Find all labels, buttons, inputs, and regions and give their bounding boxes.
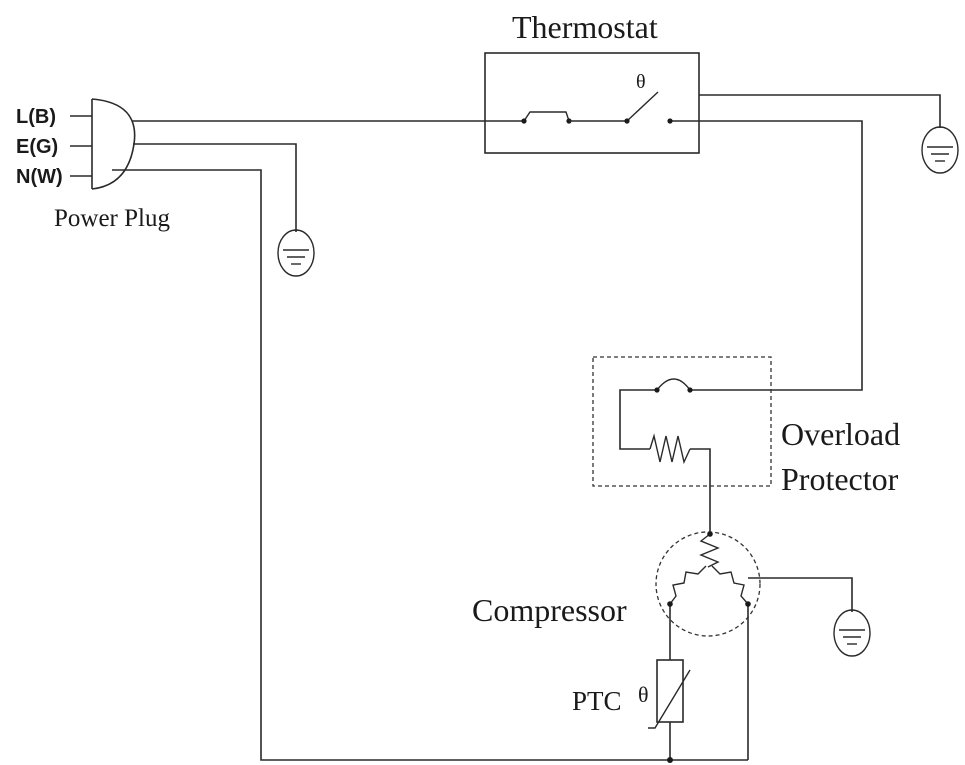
ground-icon [921,126,959,174]
overload-protector [592,356,772,487]
ptc-theta: θ [638,682,649,707]
compressor [655,531,761,637]
ptc-thermistor [648,659,691,729]
thermostat-theta: θ [636,71,646,93]
ptc-label: PTC [572,686,622,716]
ground-icon [277,229,315,277]
plug-label-e: E(G) [16,136,58,158]
plug-label-l: L(B) [16,106,56,128]
compressor-label: Compressor [472,592,627,628]
thermostat-box: θ [484,52,700,154]
switch-icon [624,91,673,124]
power-plug-icon [70,98,136,190]
thermostat-label: Thermostat [512,9,658,45]
wiring [112,94,941,761]
resistor-icon [649,433,691,465]
ground-icon [833,609,871,657]
overload-label-line2: Protector [781,461,899,497]
power-plug-label: Power Plug [54,205,170,232]
plug-label-n: N(W) [16,166,63,188]
overload-label-line1: Overload [781,416,900,452]
